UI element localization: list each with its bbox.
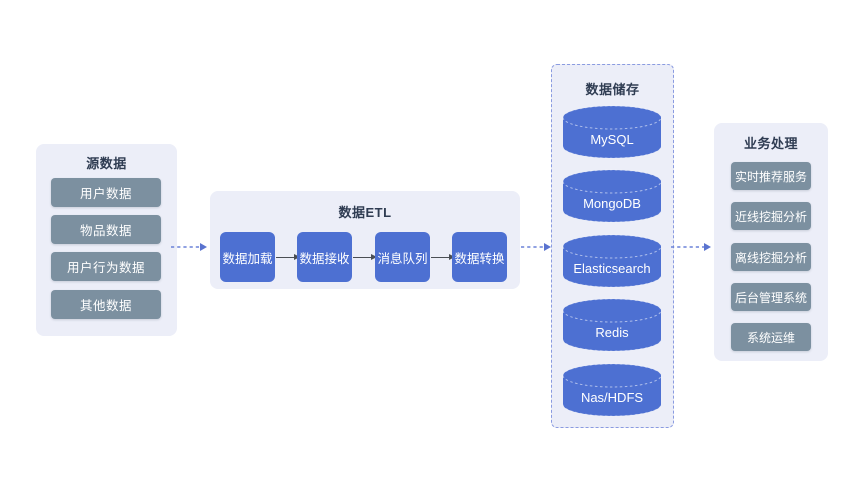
flow-arrow-source-to-etl-icon <box>171 243 207 251</box>
flow-arrow-storage-to-business-icon <box>671 243 711 251</box>
step-arrow-icon <box>431 254 455 260</box>
db-cylinder-nas-hdfs: Nas/HDFS <box>562 363 662 417</box>
flow-arrow-etl-to-storage-icon <box>521 243 551 251</box>
etl-panel: 数据ETL 数据加载 数据接收 消息队列 数据转换 <box>210 191 520 289</box>
db-cylinder-mysql: MySQL <box>562 105 662 159</box>
source-item-user-behavior-data: 用户行为数据 <box>51 252 161 281</box>
database-cylinder-icon <box>562 363 662 417</box>
etl-step-data-receive: 数据接收 <box>297 232 352 282</box>
db-label: Redis <box>595 325 629 340</box>
data-storage-panel: 数据储存 MySQL MongoDB <box>551 64 674 428</box>
business-item-system-ops: 系统运维 <box>731 323 811 351</box>
db-label: MongoDB <box>583 196 641 211</box>
step-arrow-icon <box>276 254 300 260</box>
database-cylinder-icon <box>562 234 662 288</box>
source-item-item-data: 物品数据 <box>51 215 161 244</box>
db-cylinder-elasticsearch: Elasticsearch <box>562 234 662 288</box>
storage-panel-title: 数据储存 <box>585 82 640 97</box>
source-item-user-data: 用户数据 <box>51 178 161 207</box>
db-label: MySQL <box>590 132 634 147</box>
etl-step-message-queue: 消息队列 <box>375 232 430 282</box>
business-item-nearline-mining: 近线挖掘分析 <box>731 202 811 230</box>
source-item-other-data: 其他数据 <box>51 290 161 319</box>
etl-panel-title: 数据ETL <box>338 205 392 220</box>
db-cylinder-mongodb: MongoDB <box>562 169 662 223</box>
source-data-panel: 源数据 用户数据 物品数据 用户行为数据 其他数据 <box>36 144 177 336</box>
database-cylinder-icon <box>562 298 662 352</box>
source-panel-title: 源数据 <box>86 156 127 171</box>
business-item-offline-mining: 离线挖掘分析 <box>731 243 811 271</box>
etl-step-data-load: 数据加载 <box>220 232 275 282</box>
db-cylinder-redis: Redis <box>562 298 662 352</box>
database-cylinder-icon <box>562 105 662 159</box>
db-label: Elasticsearch <box>573 261 651 276</box>
step-arrow-icon <box>353 254 377 260</box>
business-processing-panel: 业务处理 实时推荐服务 近线挖掘分析 离线挖掘分析 后台管理系统 系统运维 <box>714 123 828 361</box>
database-cylinder-icon <box>562 169 662 223</box>
business-panel-title: 业务处理 <box>743 136 798 151</box>
business-item-admin-system: 后台管理系统 <box>731 283 811 311</box>
db-label: Nas/HDFS <box>580 390 644 405</box>
business-item-realtime-recommend: 实时推荐服务 <box>731 162 811 190</box>
etl-step-data-transform: 数据转换 <box>452 232 507 282</box>
